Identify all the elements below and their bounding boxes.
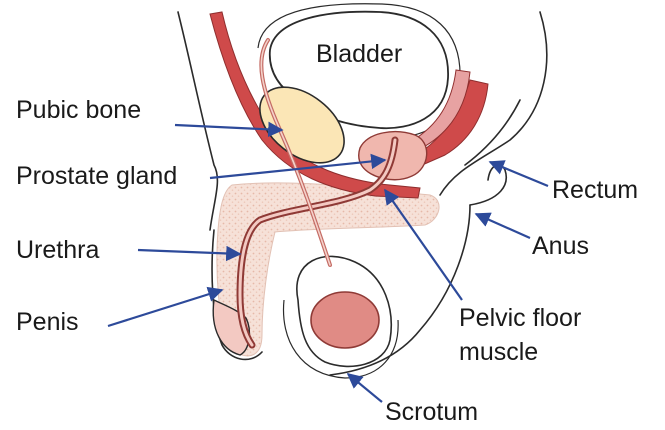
label-pelvic-floor: Pelvic floor — [459, 304, 581, 333]
label-urethra: Urethra — [16, 236, 99, 265]
rectum-arrow — [490, 162, 548, 186]
label-penis: Penis — [16, 308, 79, 337]
label-pubic-bone: Pubic bone — [16, 96, 141, 125]
label-prostate-gland: Prostate gland — [16, 162, 177, 191]
scrotum-arrow — [348, 374, 382, 402]
anus-arrow — [476, 214, 530, 238]
body-outline-front — [178, 12, 217, 230]
label-muscle: muscle — [459, 338, 538, 367]
label-rectum: Rectum — [552, 176, 638, 205]
testis — [311, 292, 379, 348]
buttock-outline — [470, 165, 506, 205]
label-anus: Anus — [532, 232, 589, 261]
label-bladder: Bladder — [316, 40, 402, 69]
label-scrotum: Scrotum — [385, 398, 478, 427]
penis-arrow — [108, 290, 222, 326]
